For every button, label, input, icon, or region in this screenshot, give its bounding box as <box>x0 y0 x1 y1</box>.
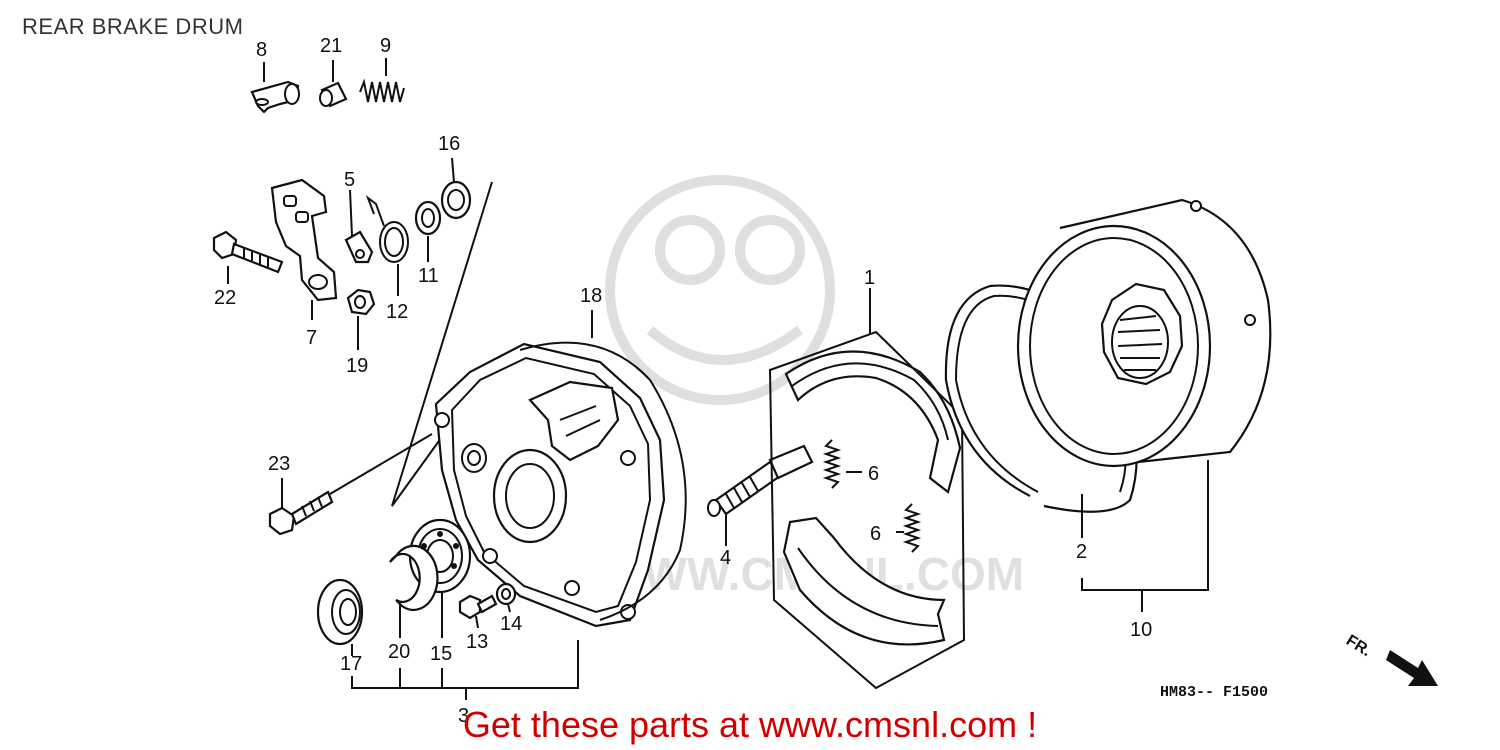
promo-link-text[interactable]: Get these parts at www.cmsnl.com ! <box>462 704 1038 745</box>
part-11-washer[interactable] <box>414 200 442 236</box>
callout-6b: 6 <box>870 523 881 545</box>
part-1-lower-shoe[interactable] <box>782 516 946 646</box>
callout-15: 15 <box>430 643 452 665</box>
part-22-bolt[interactable] <box>212 230 284 274</box>
callout-3: 3 <box>458 705 469 727</box>
part-10-bracket <box>1081 460 1209 612</box>
callout-2: 2 <box>1076 541 1087 563</box>
callout-14: 14 <box>500 613 522 635</box>
callout-20: 20 <box>388 641 410 663</box>
part-6-leaders <box>846 471 904 533</box>
callout-13: 13 <box>466 631 488 653</box>
callout-18: 18 <box>580 285 602 307</box>
callout-7: 7 <box>306 327 317 349</box>
part-6-spring-lower[interactable] <box>902 503 922 553</box>
part-6-spring-upper[interactable] <box>822 439 842 489</box>
part-9-spring[interactable] <box>359 78 405 103</box>
callout-10: 10 <box>1130 619 1152 641</box>
part-17-seal[interactable] <box>316 578 364 646</box>
callout-12: 12 <box>386 301 408 323</box>
part-8-arm[interactable] <box>250 80 300 114</box>
callout-17: 17 <box>340 653 362 675</box>
part-21-collar[interactable] <box>319 81 348 108</box>
part-18-brake-panel[interactable] <box>434 342 666 628</box>
callout-9: 9 <box>380 35 391 57</box>
leader-lines <box>227 58 1083 656</box>
part-19-nut[interactable] <box>346 288 376 316</box>
callout-labels: 8 21 9 16 5 22 7 12 11 19 18 23 1 6 6 4 … <box>214 35 1152 727</box>
callout-6a: 6 <box>868 463 879 485</box>
diagram-title: REAR BRAKE DRUM <box>22 14 244 39</box>
part-13-bolt[interactable] <box>458 594 498 620</box>
part-3-bracket <box>351 640 579 700</box>
front-direction-arrow <box>1386 650 1438 686</box>
callout-23: 23 <box>268 453 290 475</box>
part-7-bracket[interactable] <box>270 178 338 302</box>
callout-8: 8 <box>256 39 267 61</box>
part-4-camshaft[interactable] <box>707 444 814 517</box>
callout-16: 16 <box>438 133 460 155</box>
callout-1: 1 <box>864 267 875 289</box>
callout-19: 19 <box>346 355 368 377</box>
callout-4: 4 <box>720 547 731 569</box>
part-14-washer[interactable] <box>495 582 517 606</box>
part-16-seal[interactable] <box>440 180 472 220</box>
callout-5: 5 <box>344 169 355 191</box>
part-1-outline <box>768 330 966 690</box>
part-5-arm[interactable] <box>344 230 374 264</box>
callout-22: 22 <box>214 287 236 309</box>
part-23-leader <box>329 433 433 495</box>
part-12-spring[interactable] <box>365 195 409 263</box>
part-23-bolt[interactable] <box>268 490 334 536</box>
part-10-brake-drum[interactable] <box>1016 198 1272 468</box>
part-1-upper-shoe[interactable] <box>784 350 962 494</box>
part-20-circlip[interactable] <box>389 544 439 611</box>
assembly-triangle-line <box>391 181 493 507</box>
diagram-code: HM83-- F1500 <box>1160 684 1269 701</box>
callout-21: 21 <box>320 35 342 57</box>
callout-11: 11 <box>418 265 439 287</box>
part-18-rim <box>519 341 687 621</box>
